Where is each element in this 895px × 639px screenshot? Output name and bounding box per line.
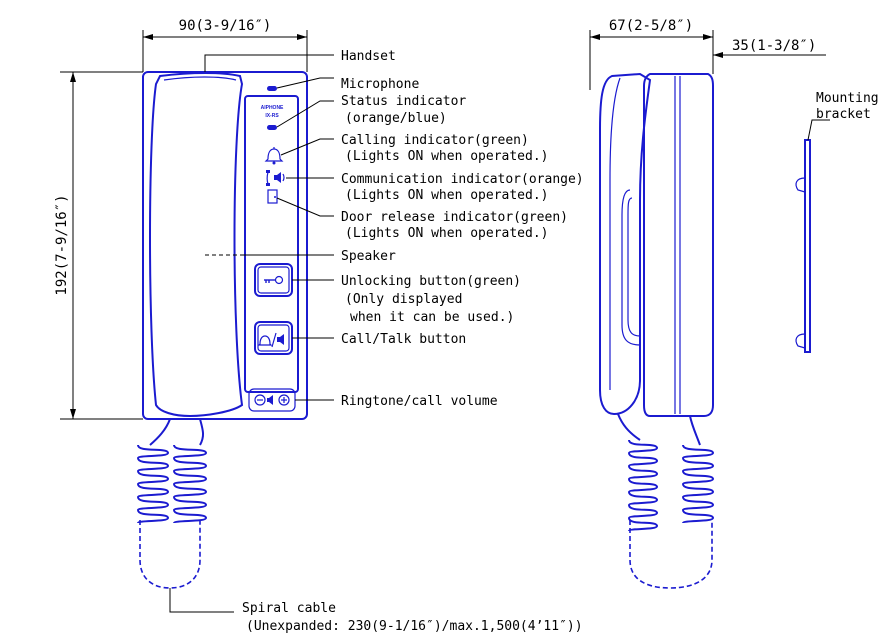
label-status-indicator-colors: (orange/blue) [345,111,447,126]
mounting-bracket [795,139,811,353]
height-label: 192(7-9/16″) [54,194,70,295]
volume-icon [254,394,290,406]
label-call-talk-button: Call/Talk button [341,332,466,347]
door-icon [267,189,278,204]
label-mounting-bracket-line1: Mounting [816,91,879,106]
leader-lines [169,54,830,613]
label-calling-indicator: Calling indicator(green) [341,133,529,148]
label-ringtone-volume: Ringtone/call volume [341,394,498,409]
label-unlocking-button-note1: (Only displayed [345,292,462,307]
model-line2: IX-RS [265,113,279,119]
label-communication-indicator-note: (Lights ON when operated.) [345,188,549,203]
call-talk-icon [257,332,284,348]
side-spiral-cable [617,413,714,589]
label-spiral-cable: Spiral cable [242,601,336,616]
bell-icon [264,147,284,165]
front-spiral-cable [137,418,207,589]
label-calling-indicator-note: (Lights ON when operated.) [345,149,549,164]
dimension-width-front: 90(3-9/16″) [142,18,308,72]
width-side-label: 67(2-5/8″) [609,18,693,34]
label-communication-indicator: Communication indicator(orange) [341,172,584,187]
label-unlocking-button-note2: when it can be used.) [350,310,514,325]
dimension-height: 192(7-9/16″) [54,71,143,420]
handset-speaker-icon [266,170,285,186]
model-line1: AIPHONE [261,105,284,111]
microphone [267,86,277,91]
label-handset: Handset [341,49,396,64]
label-speaker: Speaker [341,249,396,264]
side-body [643,73,714,417]
side-view [599,72,714,417]
label-unlocking-button: Unlocking button(green) [341,274,521,289]
dimension-width-side: 67(2-5/8″) [589,18,714,90]
label-status-indicator: Status indicator [341,94,466,109]
depth-bracket-label: 35(1-3/8″) [732,38,816,54]
label-door-release-indicator-note: (Lights ON when operated.) [345,226,549,241]
labels: Handset Microphone Status indicator (ora… [242,49,879,634]
front-handset [149,72,244,418]
width-front-label: 90(3-9/16″) [179,18,272,34]
control-panel [244,95,299,393]
label-mounting-bracket-line2: bracket [816,107,871,122]
label-microphone: Microphone [341,77,419,92]
key-icon [264,275,284,285]
status-indicator [267,125,277,130]
side-handset [599,72,652,416]
label-door-release-indicator: Door release indicator(green) [341,210,568,225]
label-spiral-cable-note: (Unexpanded: 230(9-1/16″)/max.1,500(4’11… [246,619,583,634]
dimension-depth-bracket: 35(1-3/8″) [713,38,826,58]
front-body-outline [142,71,308,420]
